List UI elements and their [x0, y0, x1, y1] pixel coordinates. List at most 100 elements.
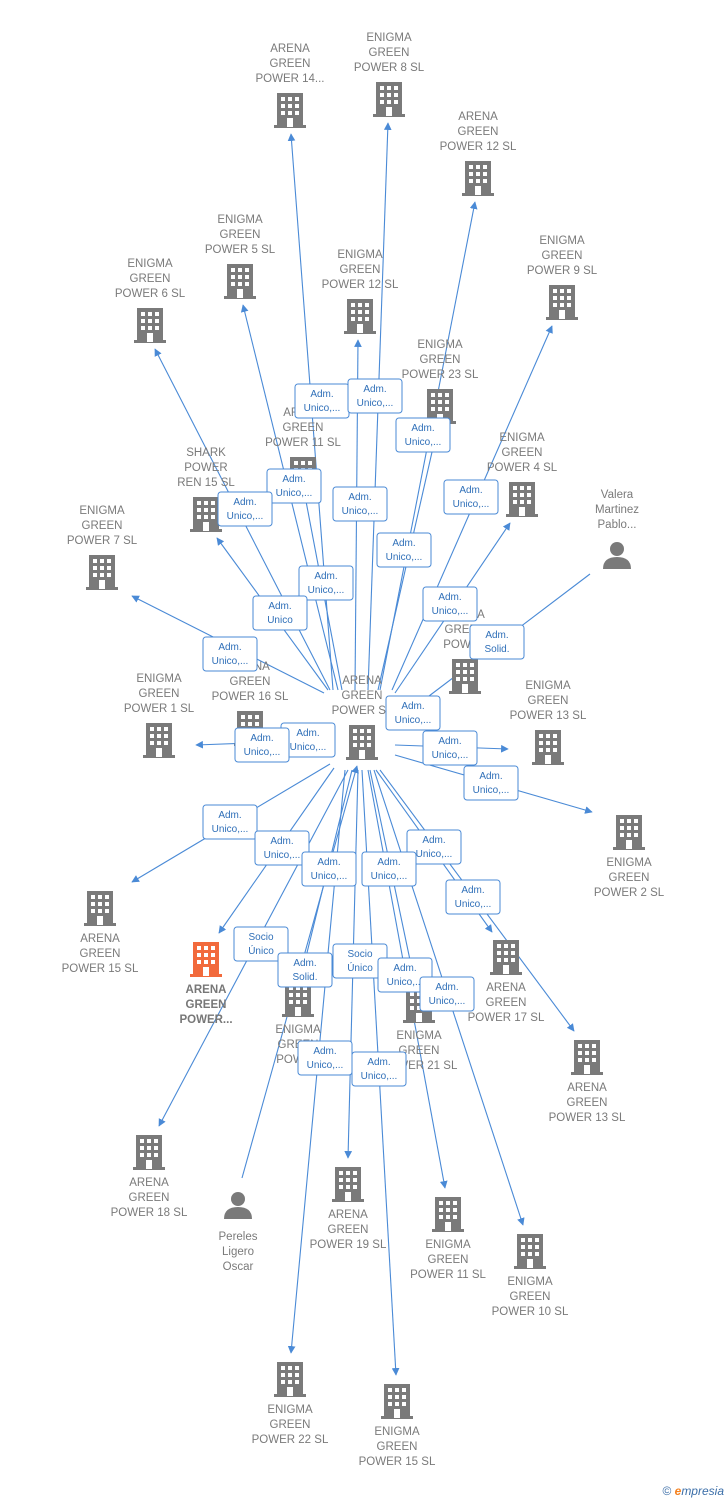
badge-box	[376, 532, 432, 568]
door	[97, 916, 103, 925]
door	[584, 1065, 590, 1074]
node-label: GREEN	[369, 47, 410, 59]
badge-box	[217, 491, 273, 527]
badge-box	[385, 695, 441, 731]
node-label: POWER 12 SL	[322, 279, 399, 291]
window	[463, 670, 467, 674]
relation-badge-15[interactable]: Adm.Unico,...	[234, 727, 290, 763]
node-label: POWER 15 SL	[359, 1456, 436, 1468]
person-body	[224, 1207, 252, 1219]
relation-badge-17[interactable]: Adm.Unico,...	[463, 765, 519, 801]
window	[107, 566, 111, 570]
door	[462, 684, 468, 693]
node-label: ARENA	[186, 984, 227, 996]
relation-badge-7[interactable]: Adm.Unico,...	[376, 532, 432, 568]
relation-badge-30[interactable]: Adm.Unico,...	[351, 1051, 407, 1087]
window	[245, 275, 249, 279]
badge-text: Adm.	[438, 592, 461, 603]
building-icon	[490, 940, 522, 975]
window	[388, 1388, 392, 1392]
relation-badge-0[interactable]: Adm.Unico,...	[294, 383, 350, 419]
person-node-n12[interactable]: ValeraMartinezPablo...	[595, 489, 639, 569]
relation-badge-26[interactable]: Adm.Solid.	[277, 952, 333, 988]
relation-badge-18[interactable]: Adm.Unico,...	[202, 804, 258, 840]
relation-badge-3[interactable]: Adm.Unico,...	[266, 468, 322, 504]
building-icon	[224, 264, 256, 299]
door	[503, 965, 509, 974]
door	[445, 1222, 451, 1231]
door	[559, 310, 565, 319]
relation-badge-9[interactable]: Adm.Unico	[252, 595, 308, 631]
door	[386, 107, 392, 116]
relation-badge-19[interactable]: Adm.Unico,...	[254, 830, 310, 866]
relation-badge-14[interactable]: Adm.Unico,...	[280, 722, 336, 758]
relation-badge-16[interactable]: Adm.Unico,...	[422, 730, 478, 766]
node-label: POWER 19 SL	[310, 1239, 387, 1251]
window	[476, 172, 480, 176]
node-label: POWER 5 SL	[205, 244, 276, 256]
relation-badge-28[interactable]: Adm.Unico,...	[419, 976, 475, 1012]
relation-badge-4[interactable]: Adm.Unico,...	[332, 486, 388, 522]
badge-text: Unico,...	[276, 488, 313, 499]
node-label: SHARK	[186, 447, 226, 459]
relation-badge-27[interactable]: Adm.Unico,...	[377, 957, 433, 993]
window	[627, 826, 631, 830]
relation-badge-2[interactable]: Adm.Unico,...	[395, 417, 451, 453]
relation-badge-11[interactable]: Adm.Solid.	[469, 624, 525, 660]
relation-badge-10[interactable]: Adm.Unico,...	[422, 586, 478, 622]
window	[91, 895, 95, 899]
relation-badge-12[interactable]: Adm.Unico,...	[202, 636, 258, 672]
relation-badge-1[interactable]: Adm.Unico,...	[347, 378, 403, 414]
relation-badge-21[interactable]: Adm.Unico,...	[301, 851, 357, 887]
footer-brand[interactable]: © empresia	[662, 1484, 724, 1498]
copyright-icon: ©	[662, 1484, 672, 1498]
relation-badge-29[interactable]: Adm.Unico,...	[297, 1040, 353, 1076]
relation-badge-23[interactable]: Adm.Unico,...	[445, 879, 501, 915]
badge-text: Unico,...	[244, 747, 281, 758]
badge-box	[469, 624, 525, 660]
window	[539, 741, 543, 745]
company-node-n20[interactable]: ARENAGREENPOWER...	[179, 942, 233, 1026]
window	[155, 319, 159, 323]
badge-text: Adm.	[459, 485, 482, 496]
door	[203, 967, 209, 976]
badge-text: Unico,...	[429, 996, 466, 1007]
relation-badge-22[interactable]: Adm.Unico,...	[361, 851, 417, 887]
relation-badge-6[interactable]: Adm.Unico,...	[217, 491, 273, 527]
window	[147, 1153, 151, 1157]
building-icon	[332, 1167, 364, 1202]
node-label: Martinez	[595, 504, 639, 516]
relation-badge-5[interactable]: Adm.Unico,...	[443, 479, 499, 515]
relation-badge-8[interactable]: Adm.Unico,...	[298, 565, 354, 601]
relation-badge-20[interactable]: Adm.Unico,...	[406, 829, 462, 865]
relation-badge-13[interactable]: Adm.Unico,...	[385, 695, 441, 731]
